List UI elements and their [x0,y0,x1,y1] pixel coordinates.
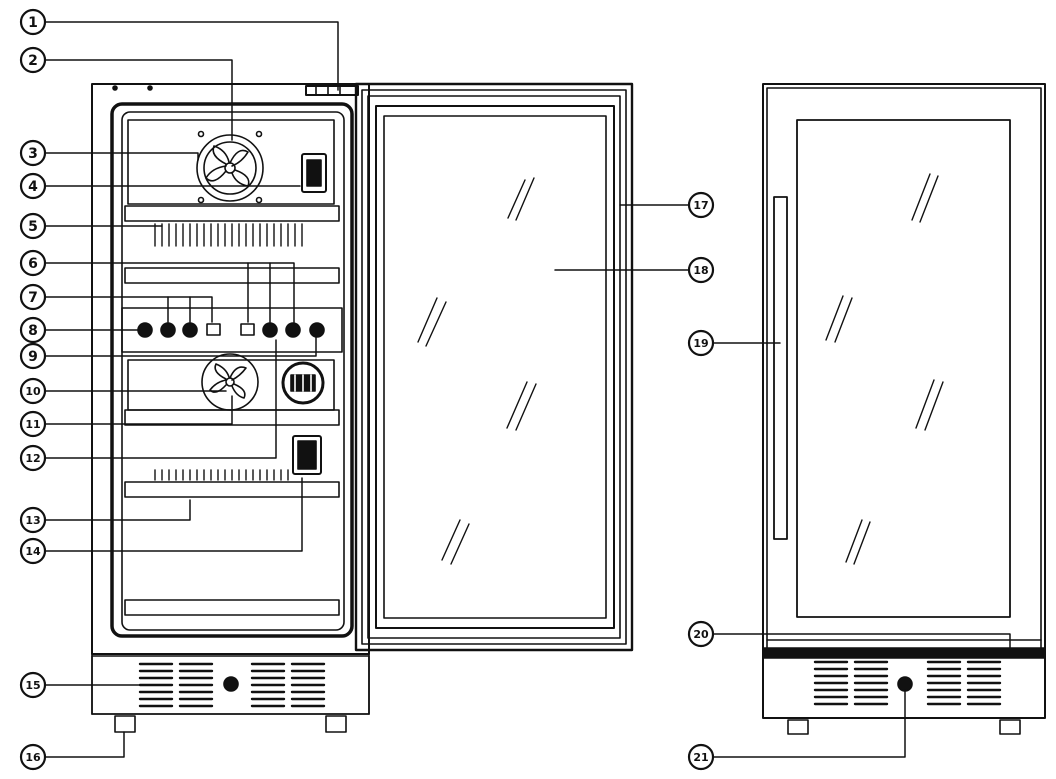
callout-5: 5 [19,212,47,240]
svg-text:18: 18 [693,264,708,277]
callout-2: 2 [19,46,47,74]
top-fan-icon [196,130,264,204]
svg-text:3: 3 [28,146,38,162]
svg-text:12: 12 [25,452,40,465]
svg-text:4: 4 [28,179,38,195]
callout-21: 21 [687,743,715,771]
callout-9: 9 [19,342,47,370]
callout-15: 15 [19,671,47,699]
glass-reflection [825,173,944,565]
callout-4: 4 [19,172,47,200]
callout-10: 10 [19,377,47,405]
bottom-light-icon [292,435,322,475]
callout-7: 7 [19,283,47,311]
callout-16: 16 [19,743,47,771]
callout-20: 20 [687,620,715,648]
svg-text:2: 2 [28,53,38,69]
leader-lines [43,21,1011,758]
svg-text:8: 8 [28,323,38,339]
callout-1: 1 [19,8,47,36]
callout-11: 11 [19,410,47,438]
lock-icon [223,676,239,692]
callout-6: 6 [19,249,47,277]
callouts: 1 2 3 4 5 6 7 8 9 10 11 12 13 14 15 16 1… [19,8,715,771]
closed-glass [796,119,1011,618]
control-buttons [137,322,325,338]
svg-text:5: 5 [28,219,38,235]
svg-text:15: 15 [25,679,40,692]
svg-text:21: 21 [693,751,708,764]
closed-door [766,87,1042,655]
svg-text:14: 14 [25,545,41,558]
top-hinge [305,85,359,96]
leveling-foot [787,719,809,735]
shelf [124,205,340,222]
callout-14: 14 [19,537,47,565]
svg-text:19: 19 [693,337,708,350]
leveling-foot [999,719,1021,735]
callout-3: 3 [19,139,47,167]
callout-8: 8 [19,316,47,344]
svg-text:9: 9 [28,349,38,365]
svg-text:17: 17 [693,199,708,212]
shelf [124,267,340,284]
open-unit [91,82,634,733]
bottom-fan-icon [201,353,259,411]
top-light-icon [301,153,327,193]
shelf [124,481,340,498]
svg-text:13: 13 [25,514,40,527]
svg-text:1: 1 [28,15,38,31]
svg-text:16: 16 [25,751,41,764]
grille-vents [813,660,1002,706]
shelf [124,599,340,616]
callout-12: 12 [19,444,47,472]
cabinet-body [91,83,370,655]
callout-19: 19 [687,329,715,357]
svg-text:6: 6 [28,256,38,272]
callout-17: 17 [687,191,715,219]
svg-text:10: 10 [25,385,41,398]
closed-cabinet [762,83,1046,719]
svg-text:7: 7 [28,290,38,306]
callout-18: 18 [687,256,715,284]
open-door [354,82,634,652]
door-handle [773,196,788,540]
callout-13: 13 [19,506,47,534]
lock-icon [897,676,913,692]
kick-plate [762,647,1046,659]
closed-unit [762,83,1046,735]
glass-reflection [417,177,537,565]
sensor-vent-icon [281,361,325,405]
control-panel [121,307,343,353]
grille-vents [138,662,326,708]
leveling-foot [325,715,347,733]
svg-text:11: 11 [25,418,40,431]
leveling-foot [114,715,136,733]
svg-text:20: 20 [693,628,709,641]
